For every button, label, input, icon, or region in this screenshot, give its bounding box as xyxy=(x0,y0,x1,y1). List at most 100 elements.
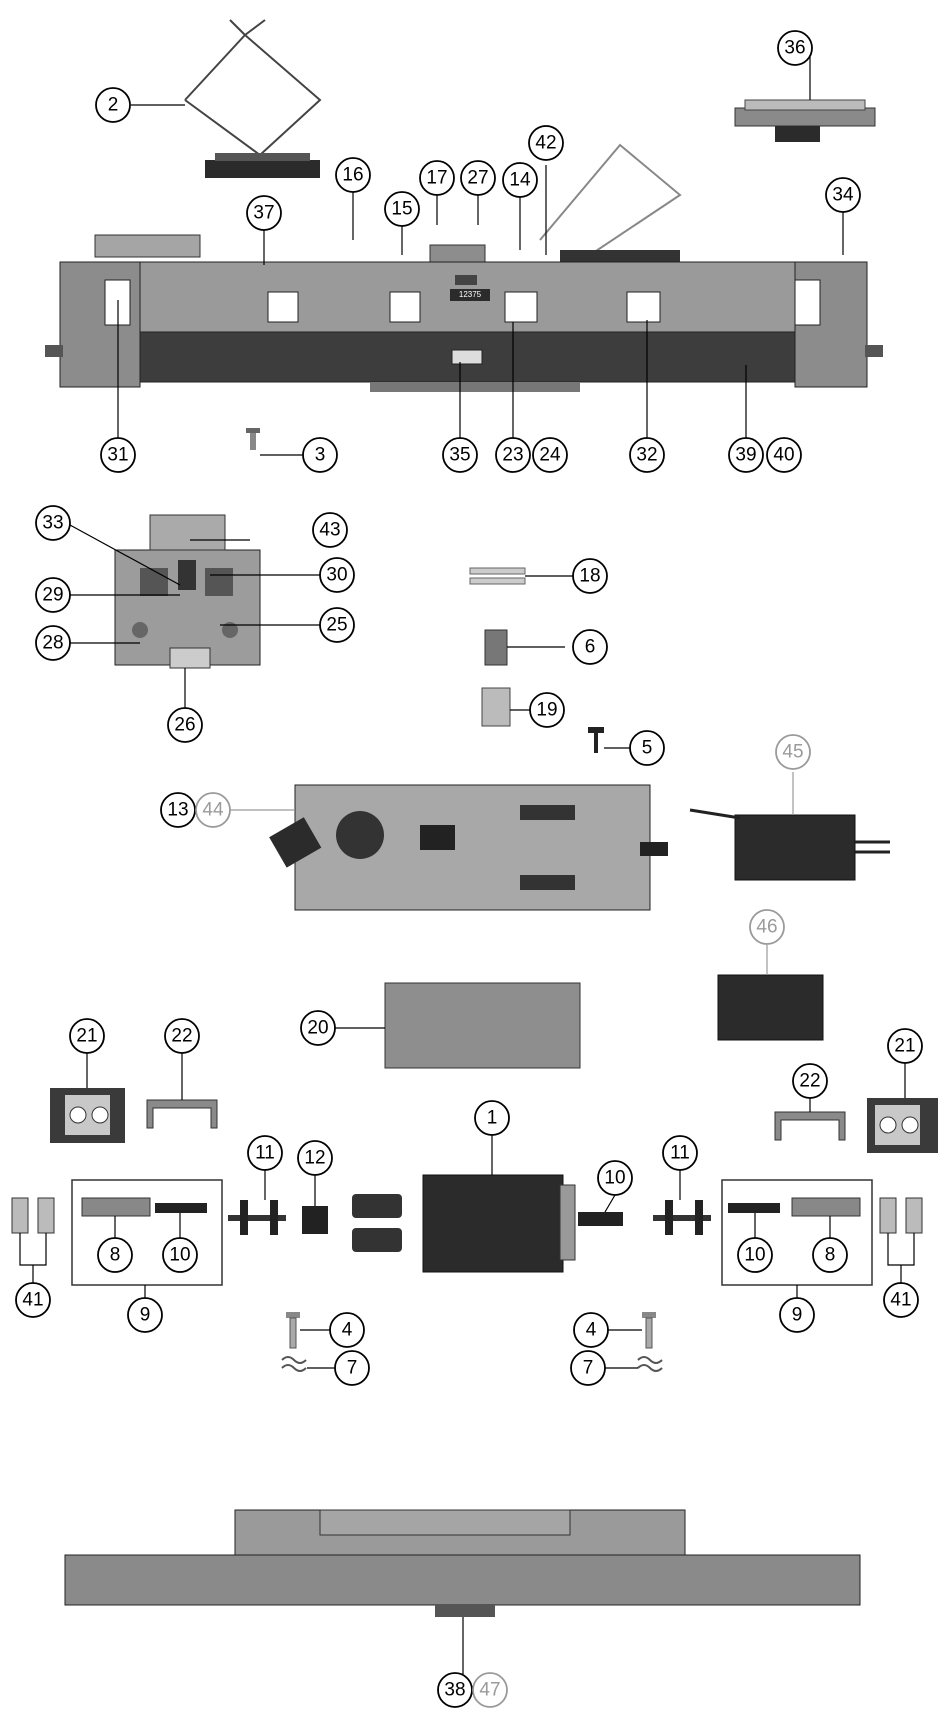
locomotive-body: 12375 xyxy=(45,143,883,392)
callout-19: 19 xyxy=(529,692,565,728)
svg-text:40: 40 xyxy=(773,445,794,466)
svg-text:12: 12 xyxy=(304,1148,325,1169)
callout-8-right: 8 xyxy=(812,1237,848,1273)
screw-spring-left xyxy=(281,1312,307,1372)
svg-text:13: 13 xyxy=(167,800,188,821)
svg-text:46: 46 xyxy=(756,917,777,938)
bracket-right xyxy=(774,1111,846,1141)
callout-27: 27 xyxy=(460,160,496,196)
callout-25: 25 xyxy=(319,607,355,643)
svg-text:22: 22 xyxy=(171,1026,192,1047)
svg-text:32: 32 xyxy=(636,445,657,466)
callout-10-right: 10 xyxy=(737,1237,773,1273)
part-46-block xyxy=(717,974,824,1041)
callout-38: 38 xyxy=(437,1672,473,1708)
svg-text:38: 38 xyxy=(444,1680,465,1701)
callout-20: 20 xyxy=(300,1010,336,1046)
callout-7-right: 7 xyxy=(570,1350,606,1386)
small-parts xyxy=(469,567,604,753)
callout-2: 2 xyxy=(95,87,131,123)
roof-part-36 xyxy=(734,99,876,142)
callout-6: 6 xyxy=(572,629,608,665)
pantograph-left xyxy=(184,19,322,178)
callout-30: 30 xyxy=(319,557,355,593)
callout-10-left: 10 xyxy=(162,1237,198,1273)
svg-text:44: 44 xyxy=(202,800,224,821)
callout-18: 18 xyxy=(572,558,608,594)
motor-coupling xyxy=(578,1212,623,1226)
svg-text:18: 18 xyxy=(579,566,600,587)
svg-text:28: 28 xyxy=(42,633,63,654)
callout-34: 34 xyxy=(825,177,861,213)
callout-32: 32 xyxy=(629,437,665,473)
screw-3 xyxy=(246,428,260,450)
svg-text:10: 10 xyxy=(604,1168,625,1189)
coupling-12 xyxy=(302,1206,328,1234)
svg-text:9: 9 xyxy=(140,1305,151,1326)
svg-text:42: 42 xyxy=(535,133,556,154)
callout-47: 47 xyxy=(472,1672,508,1708)
callout-1: 1 xyxy=(474,1100,510,1136)
callout-15: 15 xyxy=(384,191,420,227)
svg-text:39: 39 xyxy=(735,445,756,466)
svg-text:7: 7 xyxy=(347,1358,358,1379)
callout-10-motor: 10 xyxy=(597,1160,633,1196)
callout-5: 5 xyxy=(629,730,665,766)
svg-text:6: 6 xyxy=(585,637,596,658)
svg-text:31: 31 xyxy=(107,445,128,466)
callout-37: 37 xyxy=(246,195,282,231)
callout-29: 29 xyxy=(35,577,71,613)
svg-text:2: 2 xyxy=(108,95,119,116)
flywheel-bottom xyxy=(352,1228,402,1252)
shaft-right xyxy=(653,1200,711,1235)
callout-7-left: 7 xyxy=(334,1350,370,1386)
svg-text:3: 3 xyxy=(315,445,326,466)
callout-28: 28 xyxy=(35,625,71,661)
callout-36: 36 xyxy=(777,30,813,66)
worm-gear-left xyxy=(81,1197,207,1217)
gear-block-right xyxy=(867,1098,938,1153)
callout-26: 26 xyxy=(167,707,203,743)
svg-text:20: 20 xyxy=(307,1018,328,1039)
svg-text:16: 16 xyxy=(342,165,363,186)
circuit-board xyxy=(269,784,668,911)
svg-text:33: 33 xyxy=(42,513,63,534)
svg-text:8: 8 xyxy=(825,1245,836,1266)
svg-text:19: 19 xyxy=(536,700,557,721)
leader-lines xyxy=(19,48,915,1690)
callout-4-left: 4 xyxy=(329,1312,365,1348)
svg-text:45: 45 xyxy=(782,742,803,763)
gear-block-left xyxy=(50,1088,125,1143)
callout-31: 31 xyxy=(100,437,136,473)
callout-35: 35 xyxy=(442,437,478,473)
svg-text:5: 5 xyxy=(642,738,653,759)
svg-text:21: 21 xyxy=(894,1036,915,1057)
motor xyxy=(422,1174,576,1273)
callout-42: 42 xyxy=(528,125,564,161)
callout-22-left: 22 xyxy=(164,1018,200,1054)
weight-block xyxy=(384,982,581,1069)
callout-4-right: 4 xyxy=(573,1312,609,1348)
callout-40: 40 xyxy=(766,437,802,473)
callout-21-right: 21 xyxy=(887,1028,923,1064)
locomotive-number: 12375 xyxy=(459,290,482,299)
svg-text:34: 34 xyxy=(832,185,854,206)
svg-text:29: 29 xyxy=(42,585,63,606)
svg-text:9: 9 xyxy=(792,1305,803,1326)
svg-text:24: 24 xyxy=(539,445,561,466)
coupler-right xyxy=(879,1197,923,1234)
callout-44: 44 xyxy=(195,792,231,828)
callout-14: 14 xyxy=(502,162,538,198)
callout-13: 13 xyxy=(160,792,196,828)
svg-text:36: 36 xyxy=(784,38,805,59)
svg-text:11: 11 xyxy=(670,1143,690,1164)
svg-text:11: 11 xyxy=(255,1143,275,1164)
callout-11-right: 11 xyxy=(662,1135,698,1171)
callout-46: 46 xyxy=(749,909,785,945)
callout-41-left: 41 xyxy=(15,1282,51,1318)
svg-text:1: 1 xyxy=(487,1108,498,1129)
shaft-left xyxy=(228,1200,286,1235)
chassis-frame xyxy=(64,1509,861,1617)
callout-23: 23 xyxy=(495,437,531,473)
